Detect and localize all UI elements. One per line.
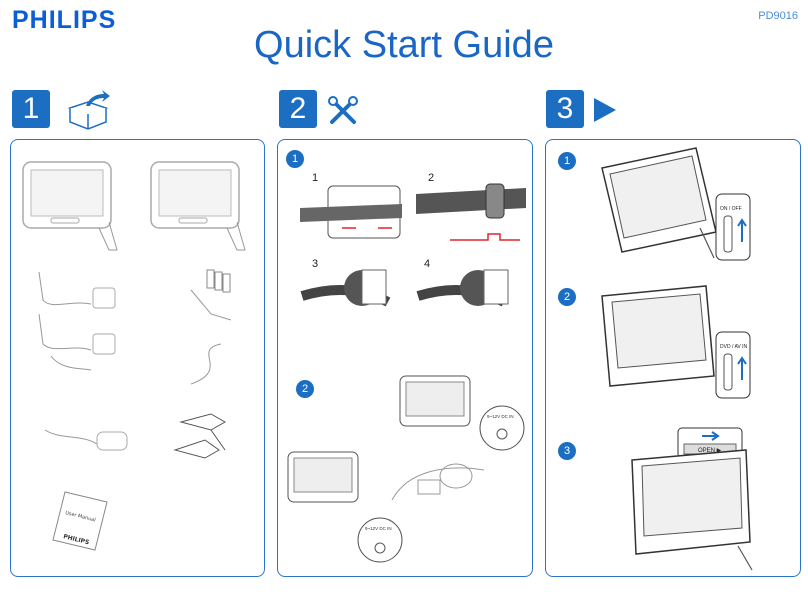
sub-step-badge-2: 2 — [296, 380, 314, 398]
sub-step-badge-3: 3 — [558, 442, 576, 460]
open-label: OPEN ▶ — [698, 448, 722, 454]
model-number: PD9016 — [758, 10, 798, 22]
player-power-on-drawing — [601, 147, 717, 259]
dc-label-2: 9~12V DC IN — [365, 526, 392, 531]
step-1-number: 1 — [12, 90, 50, 128]
av-cable-drawing — [190, 269, 232, 321]
dvd-player-drawing-2 — [150, 161, 246, 251]
ac-adapter-drawing — [38, 271, 116, 371]
front-player-drawing — [287, 451, 359, 503]
page-title: Quick Start Guide — [254, 24, 554, 66]
install-step-1: 1 — [312, 172, 319, 184]
step-2-number: 2 — [279, 90, 317, 128]
install-step-4: 4 — [424, 258, 431, 270]
strap-step-3-drawing — [300, 269, 391, 307]
panel-unpack: User Manual PHILIPS — [10, 139, 265, 577]
dc-label-1: 9~12V DC IN — [487, 414, 514, 419]
sub-step-badge-2: 2 — [558, 288, 576, 306]
sub-step-badge-1: 1 — [558, 152, 576, 170]
player-open-drawing — [631, 449, 753, 571]
switch-label-2: DVD / AV IN — [720, 344, 748, 350]
step-3-number: 3 — [546, 90, 584, 128]
open-button-callout: OPEN ▶ — [677, 427, 743, 459]
mounting-straps-drawing — [173, 413, 227, 459]
install-step-3: 3 — [312, 258, 319, 270]
rear-player-drawing — [399, 375, 471, 427]
player-mode-drawing — [601, 285, 715, 387]
panel-play: 1 ON / OFF 2 DVD / AV IN 3 OPEN ▶ — [545, 139, 801, 577]
dc-jack-callout-1: 9~12V DC IN — [479, 405, 525, 451]
play-icon — [594, 98, 616, 122]
brand-logo: PHILIPS — [12, 6, 117, 34]
strap-step-4-drawing — [416, 269, 509, 307]
car-adapter-drawing — [44, 429, 128, 451]
strap-step-2-drawing — [416, 183, 526, 241]
mode-switch-callout: DVD / AV IN — [715, 331, 751, 399]
dc-jack-callout-2: 9~12V DC IN — [357, 517, 403, 563]
tools-icon — [328, 96, 358, 124]
panel-install: 1 1 2 3 4 2 9~12V DC IN — [277, 139, 533, 577]
sub-step-badge-1: 1 — [286, 150, 304, 168]
power-switch-callout: ON / OFF — [715, 193, 751, 261]
dvd-player-drawing — [22, 161, 118, 251]
car-interior-drawing — [391, 463, 485, 501]
strap-step-1-drawing — [300, 185, 402, 239]
user-manual-drawing: User Manual PHILIPS — [52, 491, 108, 551]
connecting-cable-drawing — [190, 343, 222, 385]
install-step-2: 2 — [428, 172, 435, 184]
switch-label-1: ON / OFF — [720, 206, 742, 212]
unpack-box-icon — [67, 90, 110, 130]
